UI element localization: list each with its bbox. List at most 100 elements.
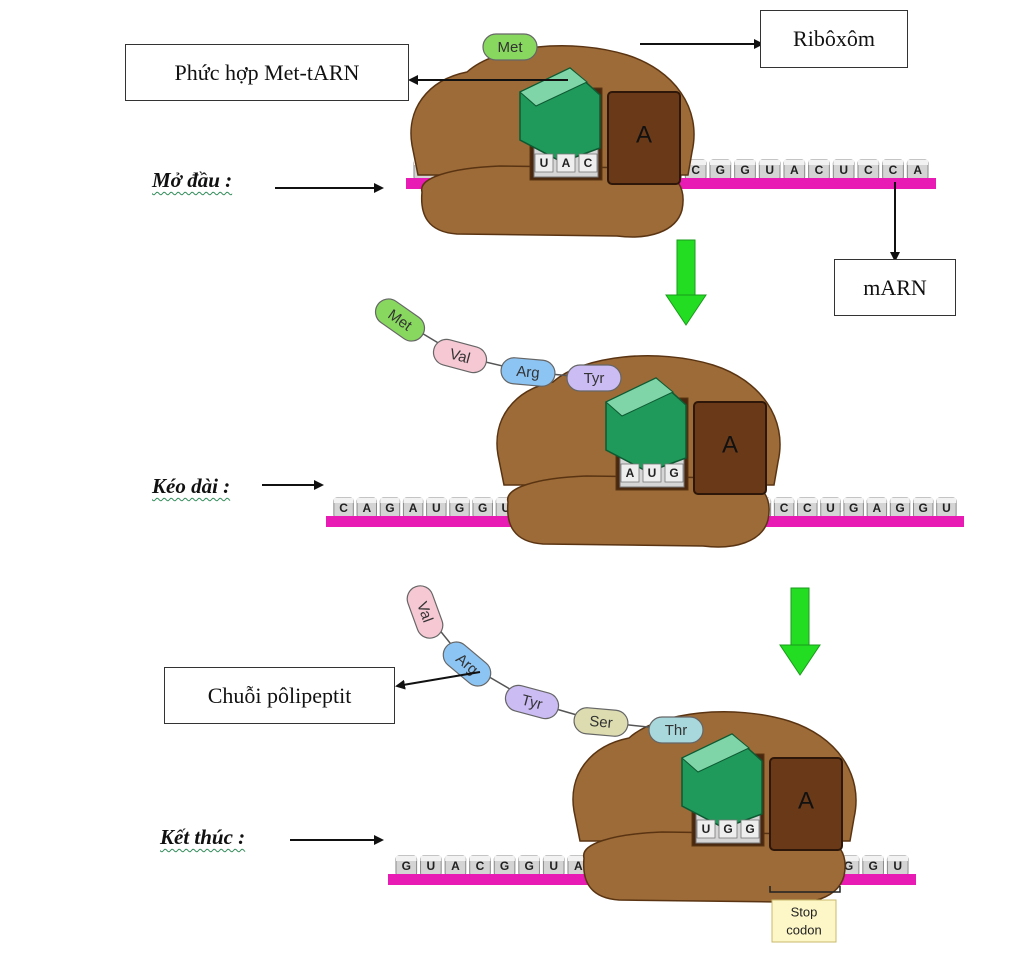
mrna-base: A [783,159,806,181]
mrna-base: C [857,159,880,181]
green-arrow-head [665,294,707,326]
mrna-base-letter: A [574,859,583,873]
anticodon-base [578,153,598,173]
anticodon-letter: G [669,466,678,480]
amino-acid: Arg [442,641,492,687]
mrna-base: C [797,497,818,519]
amino-acid-label: Val [448,346,472,368]
mrna-base-letter: C [476,859,485,873]
amino-acid: Met [482,33,538,61]
anticodon-letter: A [626,466,635,480]
anticodon-base [620,463,640,483]
mrna-base: G [395,855,418,877]
stop-codon-line-2: codon [786,922,821,937]
amino-acid-label: Val [413,600,436,625]
mrna-base: C [469,855,491,877]
mrna-base-letter: C [691,163,700,177]
mrna-base-letter: G [478,501,487,515]
mrna-base-letter: G [716,163,725,177]
mrna-base: U [758,159,781,181]
mrna-base-letter: U [893,859,902,873]
anticodon-base [740,819,760,839]
amino-acid: Tyr [504,684,560,720]
mrna-base-letter: G [455,501,464,515]
trna-top [519,67,588,107]
anticodon-base [696,819,716,839]
amino-acid-bead [442,641,492,687]
mrna-base-letter: C [339,501,348,515]
amino-acid-bead [504,684,560,720]
anticodon-base [718,819,738,839]
anticodon-base [534,153,554,173]
anticodon-letter: G [723,822,732,836]
amino-acid: Tyr [566,364,622,392]
mrna-base-letter: C [780,501,789,515]
mrna-base: G [379,497,401,519]
stage-termination-label: Kết thúc : [160,825,246,849]
mrna-base: C [808,159,830,181]
amino-acid-bead [482,33,538,61]
a-site [769,757,843,851]
mrna-base: G [912,497,934,519]
mrna-base: U [936,497,957,519]
mrna-base-letter: G [868,859,877,873]
mrna-base: G [449,497,470,519]
mrna-base: A [444,855,467,877]
mrna-base: U [420,855,442,877]
mrna-base: U [820,497,841,519]
mrna-base-letter: G [895,501,904,515]
anticodon-letter: U [702,822,711,836]
stop-codon-line-1: Stop [791,904,818,919]
amino-acid-label: Thr [665,722,688,739]
green-arrow-2 [779,587,821,676]
mrna-base-letter: G [844,859,853,873]
amino-acid-bead [500,357,556,387]
mrna-label: mARN [834,259,956,316]
anticodon-letter: U [648,466,657,480]
amino-acid-label: Tyr [584,370,605,387]
mrna-base: U [542,855,565,877]
mrna-base: G [709,159,732,181]
mrna-base: C [333,497,354,519]
trna-top [605,377,674,417]
mrna-base: G [518,855,540,877]
green-arrow-1 [665,239,707,326]
mrna-base-letter: G [849,501,858,515]
anticodon-base [664,463,684,483]
mrna-base-letter: G [524,859,533,873]
a-site-label: A [798,787,814,814]
stage-elongation-label: Kéo dài : [152,474,231,498]
mrna-base: A [906,159,929,181]
mrna-base-letter: U [432,501,441,515]
mrna-base-letter: A [873,501,882,515]
amino-acid-label: Ser [589,713,614,732]
amino-acid-label: Arg [516,363,541,382]
green-arrow-shaft [676,239,696,298]
mrna-base-letter: U [942,501,951,515]
a-site-label: A [722,431,738,458]
anticodon-base [556,153,576,173]
mrna-base: G [734,159,756,181]
amino-acid-bead [648,716,704,744]
ribosome-label: Ribôxôm [760,10,908,68]
mrna-base-letter: A [790,163,799,177]
mrna-base-letter: G [500,859,509,873]
mrna-base-letter: A [451,859,460,873]
amino-acid: Met [374,298,426,342]
green-arrow-head [779,644,821,676]
mrna-base: A [402,497,424,519]
polypeptide-pointer [395,671,481,690]
mrna-base-letter: U [502,501,511,515]
anticodon-letter: G [745,822,754,836]
mrna-base-letter: A [409,501,418,515]
amino-chain-panel-1: Met [482,33,538,61]
mrna-base-letter: U [549,859,558,873]
